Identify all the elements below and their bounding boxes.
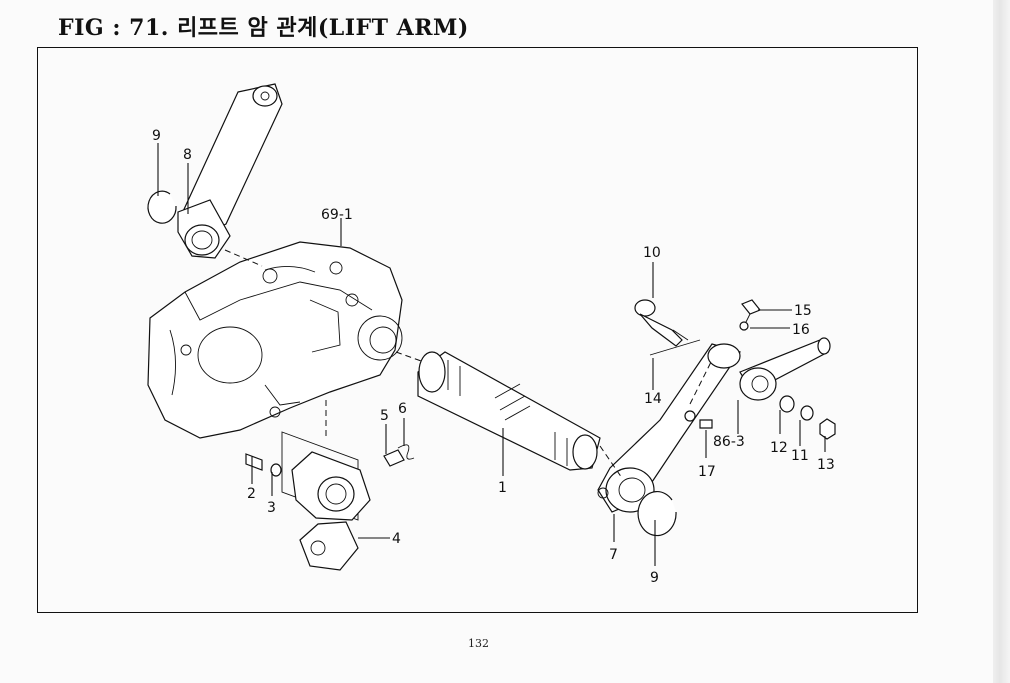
callout-10: 10 <box>643 245 661 261</box>
snap-ring-left <box>147 190 177 224</box>
lift-arm-right <box>597 343 741 513</box>
callout-16: 16 <box>792 322 810 338</box>
clip-6 <box>397 444 415 460</box>
figure-title: FIG : 71. 리프트 암 관계(LIFT ARM) <box>58 15 469 41</box>
callout-8: 8 <box>183 147 192 163</box>
callout-1: 1 <box>498 480 507 496</box>
washer-12 <box>779 395 795 413</box>
washer-11 <box>800 405 814 421</box>
rod-assembly <box>739 337 831 401</box>
fitting-17 <box>699 419 713 429</box>
diagram-frame <box>37 47 918 613</box>
callout-2: 2 <box>247 486 256 502</box>
callout-9-right: 9 <box>650 570 659 586</box>
leader-lines <box>157 143 826 566</box>
cotter-pin-14 <box>649 339 701 356</box>
callout-86-3: 86-3 <box>713 434 745 450</box>
lift-arm-left <box>177 83 283 259</box>
callout-13: 13 <box>817 457 835 473</box>
pin-10 <box>634 299 689 347</box>
lift-cylinder-bracket <box>281 431 371 571</box>
lift-shaft <box>417 351 601 471</box>
washer-3 <box>270 463 282 477</box>
nut-13 <box>819 418 836 440</box>
hydraulic-housing <box>147 241 403 439</box>
callout-17: 17 <box>698 464 716 480</box>
alignment-lines <box>224 249 713 479</box>
callout-9-left: 9 <box>152 128 161 144</box>
snap-ring-right <box>637 490 677 537</box>
scan-edge <box>993 0 1010 683</box>
callout-69-1: 69-1 <box>321 207 353 223</box>
callout-4: 4 <box>392 531 401 547</box>
page-number: 132 <box>468 637 489 650</box>
callout-11: 11 <box>791 448 809 464</box>
callout-12: 12 <box>770 440 788 456</box>
callout-5: 5 <box>380 408 389 424</box>
washer-16 <box>739 321 749 331</box>
callout-15: 15 <box>794 303 812 319</box>
callout-14: 14 <box>644 391 662 407</box>
callout-6: 6 <box>398 401 407 417</box>
bolt-2 <box>245 453 263 471</box>
bolt-5 <box>383 449 405 467</box>
callout-7: 7 <box>609 547 618 563</box>
callout-3: 3 <box>267 500 276 516</box>
